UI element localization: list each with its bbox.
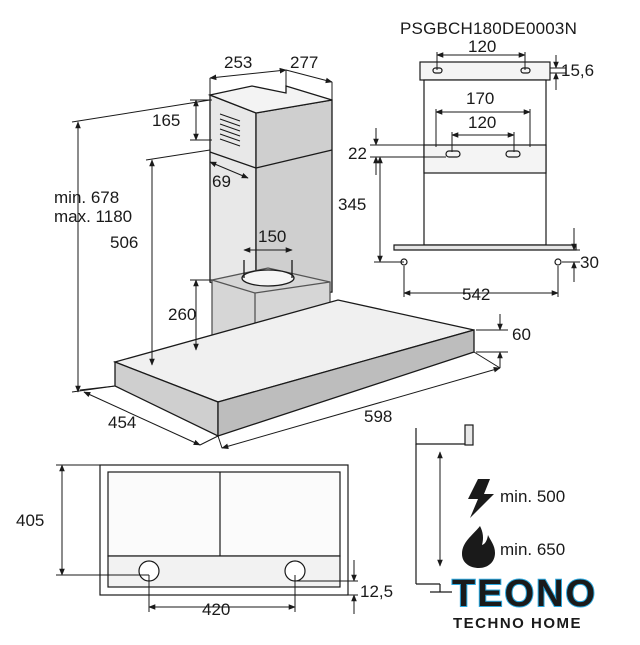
vent-slots	[219, 113, 241, 147]
dim-60: 60	[512, 325, 531, 344]
outlet-ring	[241, 269, 295, 287]
brand-name: TEONO	[452, 573, 597, 615]
dim-405: 405	[16, 511, 44, 530]
dim-bracket-mid-120: 120	[468, 113, 496, 132]
dim-12-5: 12,5	[360, 582, 393, 601]
dim-260: 260	[168, 305, 196, 324]
dim-253: 253	[224, 53, 252, 72]
clearance-gas-label: min. 650	[500, 540, 565, 559]
clearance-side-view	[415, 424, 474, 593]
dim-30: 30	[580, 253, 599, 272]
dim-170: 170	[466, 89, 494, 108]
dim-69: 69	[212, 172, 231, 191]
brand-tagline: TECHNO HOME	[453, 615, 582, 632]
lightning-bolt-icon	[468, 479, 494, 518]
dim-bracket-top-120: 120	[468, 37, 496, 56]
dim-506: 506	[110, 233, 138, 252]
brand-logo: TEONO TECHNO HOME	[451, 572, 597, 632]
bracket-dimension-lines	[370, 52, 580, 297]
dim-345: 345	[338, 195, 366, 214]
dim-454: 454	[108, 413, 136, 432]
dimension-lines-main	[71, 67, 508, 449]
dim-598: 598	[364, 407, 392, 426]
bracket-front-view	[393, 61, 577, 266]
dim-150: 150	[258, 227, 286, 246]
hood-isometric-view	[112, 85, 475, 438]
dimension-labels-main: 253 277 165 min. 678 max. 1180 69 506 15…	[54, 53, 531, 432]
model-code: PSGBCH180DE0003N	[400, 19, 577, 38]
dim-277: 277	[290, 53, 318, 72]
dim-max-1180: max. 1180	[54, 207, 132, 226]
chimney-front	[209, 94, 257, 301]
dim-165: 165	[152, 111, 180, 130]
dim-15-6: 15,6	[561, 61, 594, 80]
bracket-dimension-labels: 120 15,6 170 120 22 345 30 542	[338, 37, 599, 304]
dim-420: 420	[202, 600, 230, 619]
dim-min-678: min. 678	[54, 188, 119, 207]
dim-22: 22	[348, 144, 367, 163]
gas-flame-icon	[462, 526, 495, 568]
clearance-electric-label: min. 500	[500, 487, 565, 506]
bottom-dimension-labels: 405 420 12,5	[16, 511, 393, 619]
bottom-dimension-lines	[56, 464, 358, 614]
dim-542: 542	[462, 285, 490, 304]
hood-bottom-view	[99, 464, 349, 596]
